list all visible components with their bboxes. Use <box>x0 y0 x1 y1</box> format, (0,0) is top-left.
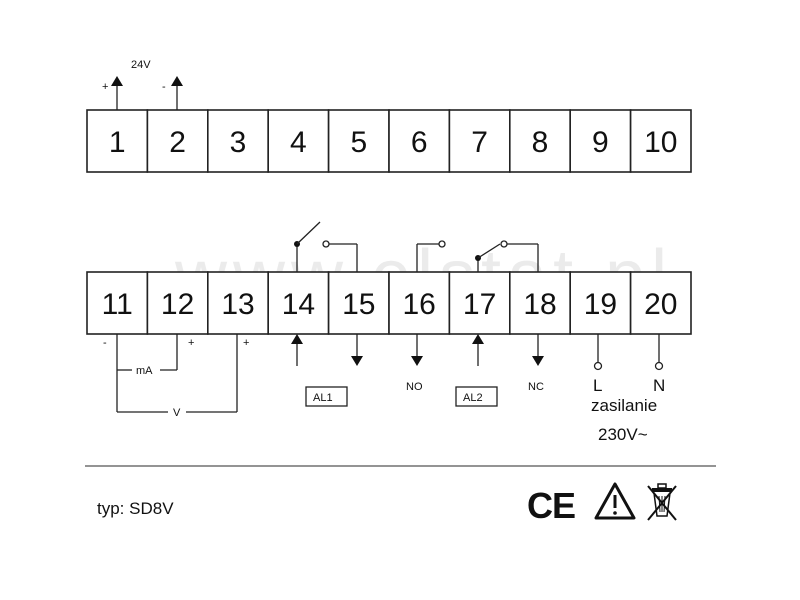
supply-plus-arrowhead <box>111 76 123 86</box>
terminal-box <box>569 109 632 173</box>
no-label: NO <box>406 381 423 393</box>
top-terminal-5: 5 <box>327 109 390 173</box>
ma-label: mA <box>136 365 153 377</box>
relay-al2-contact <box>416 240 539 272</box>
bottom-terminal-15: 15 <box>327 271 390 335</box>
ce-mark: CE <box>527 485 575 526</box>
relay-al1-contact <box>294 221 358 272</box>
supply-plus-sign: + <box>102 81 108 93</box>
terminal-box <box>86 109 149 173</box>
device-type-label: typ: SD8V <box>97 499 174 518</box>
terminal-number: 6 <box>411 126 428 159</box>
input-ma-plus-sign: + <box>188 337 194 349</box>
analog-input-wiring: - + + mA V <box>103 334 249 419</box>
bottom-terminal-17: 17 <box>448 271 511 335</box>
bottom-terminal-16: 16 <box>388 271 451 335</box>
terminal-number: 8 <box>532 126 549 159</box>
top-terminal-6: 6 <box>388 109 451 173</box>
terminal-box <box>629 109 692 173</box>
top-terminal-9: 9 <box>569 109 632 173</box>
supply-minus-arrowhead <box>171 76 183 86</box>
bottom-terminal-14: 14 <box>267 271 330 335</box>
terminal-number: 5 <box>350 126 367 159</box>
supply-minus-sign: - <box>162 81 166 93</box>
terminal-box <box>388 271 451 335</box>
terminal-number: 4 <box>290 126 307 159</box>
top-terminal-4: 4 <box>267 109 330 173</box>
terminal-number: 12 <box>161 288 194 321</box>
top-terminal-1: 1 <box>86 109 149 173</box>
bottom-terminal-20: 20 <box>629 271 692 335</box>
input-v-plus-sign: + <box>243 337 249 349</box>
terminal-number: 20 <box>644 288 677 321</box>
relay-output-arrows <box>291 334 544 366</box>
power-wiring <box>593 334 664 371</box>
terminal-box <box>629 271 692 335</box>
bottom-terminal-13: 13 <box>207 271 270 335</box>
terminal-number: 14 <box>282 288 315 321</box>
top-terminal-2: 2 <box>146 109 209 173</box>
terminal-number: 13 <box>221 288 254 321</box>
terminal-number: 3 <box>230 126 247 159</box>
al1-label-box <box>305 386 348 407</box>
terminal-box <box>207 109 270 173</box>
terminal-number: 9 <box>592 126 609 159</box>
al2-label-box <box>455 386 498 407</box>
nc-label: NC <box>528 381 544 393</box>
terminal-box <box>146 109 209 173</box>
terminal-box <box>86 271 149 335</box>
terminal-number: 7 <box>471 126 488 159</box>
terminal-number: 17 <box>463 288 496 321</box>
terminal-box <box>569 271 632 335</box>
input-minus-sign: - <box>103 337 107 349</box>
top-terminal-8: 8 <box>508 109 571 173</box>
terminal-box <box>327 109 390 173</box>
terminal-number: 11 <box>102 288 133 321</box>
terminal-box <box>508 271 571 335</box>
power-n-label: N <box>653 376 665 395</box>
terminal-number: 18 <box>523 288 556 321</box>
power-supply-label: zasilanie <box>591 396 657 415</box>
power-l-label: L <box>593 376 602 395</box>
terminal-number: 1 <box>109 126 126 159</box>
bottom-terminal-11: 11 <box>86 271 149 335</box>
weee-bin-icon <box>647 483 677 521</box>
terminal-number: 16 <box>403 288 436 321</box>
bottom-terminal-19: 19 <box>569 271 632 335</box>
power-voltage-label: 230V~ <box>598 425 648 444</box>
bottom-terminal-12: 12 <box>146 271 209 335</box>
terminal-box <box>448 109 511 173</box>
terminal-number: 10 <box>644 126 677 159</box>
top-terminal-7: 7 <box>448 109 511 173</box>
bottom-terminal-strip: 11 12 13 14 15 16 17 18 19 20 <box>86 271 692 335</box>
top-terminal-strip: 1 2 3 4 5 6 7 8 9 10 <box>86 109 692 173</box>
al2-label: AL2 <box>463 392 483 404</box>
top-terminal-3: 3 <box>207 109 270 173</box>
warning-icon <box>594 482 636 520</box>
al1-label: AL1 <box>313 392 333 404</box>
terminal-box <box>207 271 270 335</box>
v-label: V <box>173 407 181 419</box>
terminal-number: 15 <box>342 288 375 321</box>
terminal-box <box>327 271 390 335</box>
terminal-number: 2 <box>169 126 186 159</box>
bottom-terminal-18: 18 <box>508 271 571 335</box>
terminal-number: 19 <box>584 288 617 321</box>
supply-24v-label: 24V <box>131 59 151 71</box>
top-terminal-10: 10 <box>629 109 692 173</box>
